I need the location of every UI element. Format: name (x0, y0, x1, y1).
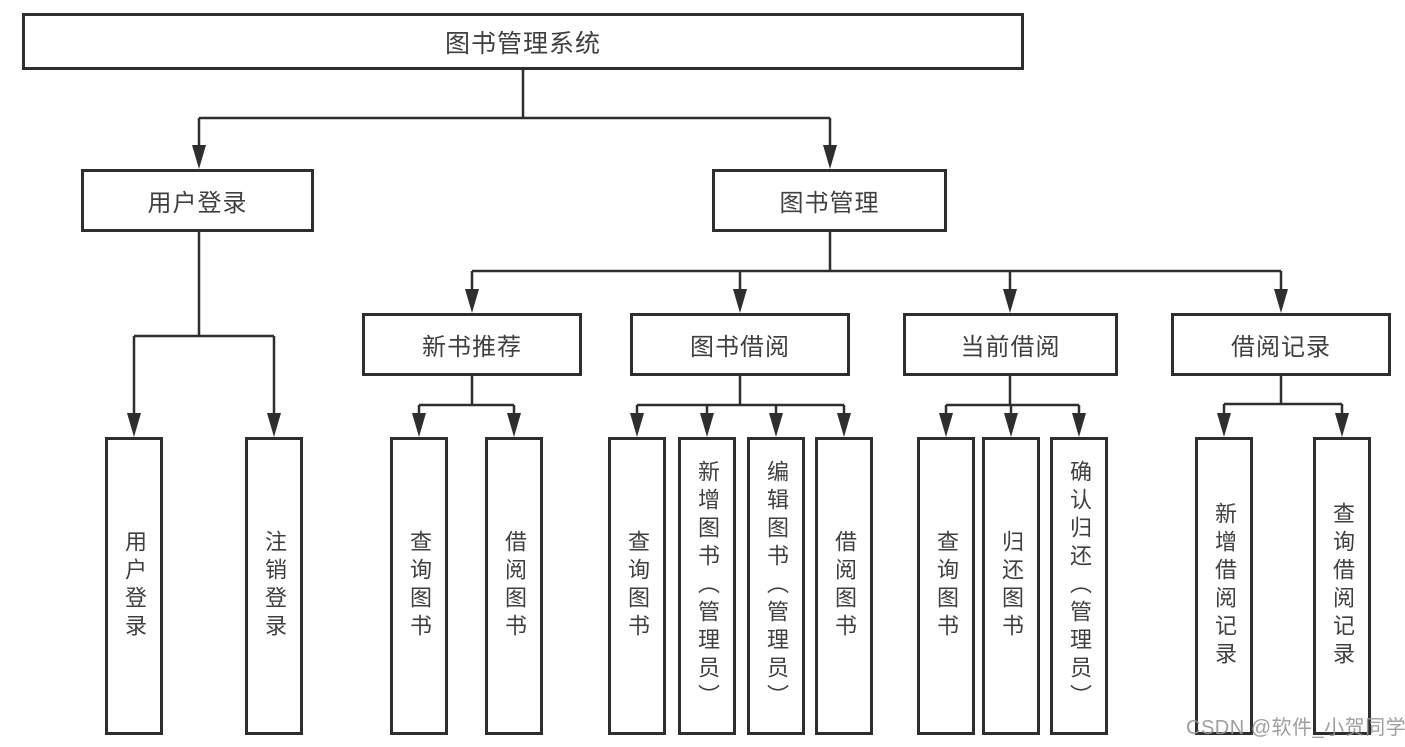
node-bb-borrow-books: 借阅图书 (815, 437, 873, 735)
node-label: 查询图书 (407, 530, 432, 642)
node-nb-borrow-books: 借阅图书 (485, 437, 543, 735)
connector-strokes (132, 70, 1344, 418)
node-logout: 注销登录 (245, 437, 303, 735)
arrowheads (127, 145, 1349, 437)
node-label: 用户登录 (122, 530, 147, 642)
node-label: 新增图书（管理员） (695, 460, 720, 712)
node-label: 图书借阅 (690, 334, 790, 361)
node-book-borrowing: 图书借阅 (630, 313, 850, 376)
node-label: 借阅图书 (832, 530, 857, 642)
node-label: 查询借阅记录 (1330, 502, 1355, 670)
node-book-management: 图书管理 (712, 169, 947, 232)
csdn-watermark: CSDN @软件_小贺同学 (1186, 717, 1405, 739)
node-cb-query-books: 查询图书 (917, 437, 975, 735)
node-label: 查询图书 (625, 530, 650, 642)
node-rec-query-record: 查询借阅记录 (1313, 437, 1371, 735)
node-label: 图书管理 (779, 190, 880, 217)
node-new-book-recommend: 新书推荐 (362, 313, 582, 376)
node-label: 查询图书 (934, 530, 959, 642)
node-label: 当前借阅 (960, 334, 1061, 361)
node-label: 新增借阅记录 (1212, 502, 1237, 670)
node-root-system: 图书管理系统 (22, 13, 1024, 70)
node-label: 编辑图书（管理员） (764, 460, 789, 712)
node-nb-query-books: 查询图书 (390, 437, 448, 735)
node-label: 图书管理系统 (444, 29, 601, 58)
node-label: 用户登录 (147, 190, 248, 217)
node-bb-query-books: 查询图书 (608, 437, 666, 735)
node-rec-add-record: 新增借阅记录 (1195, 437, 1253, 735)
node-label: 确认归还（管理员） (1067, 460, 1092, 712)
node-bb-add-books-admin: 新增图书（管理员） (678, 437, 736, 735)
node-login: 用户登录 (105, 437, 163, 735)
node-cb-return-books: 归还图书 (982, 437, 1040, 735)
node-borrowing-records: 借阅记录 (1171, 313, 1391, 376)
node-label: 借阅图书 (502, 530, 527, 642)
node-bb-edit-books-admin: 编辑图书（管理员） (747, 437, 805, 735)
node-current-borrowing: 当前借阅 (903, 313, 1118, 376)
node-label: 新书推荐 (422, 334, 522, 361)
node-label: 归还图书 (999, 530, 1024, 642)
node-cb-confirm-return-admin: 确认归还（管理员） (1050, 437, 1108, 735)
node-label: 借阅记录 (1231, 334, 1331, 361)
node-user-login: 用户登录 (81, 169, 314, 232)
node-label: 注销登录 (262, 530, 287, 642)
